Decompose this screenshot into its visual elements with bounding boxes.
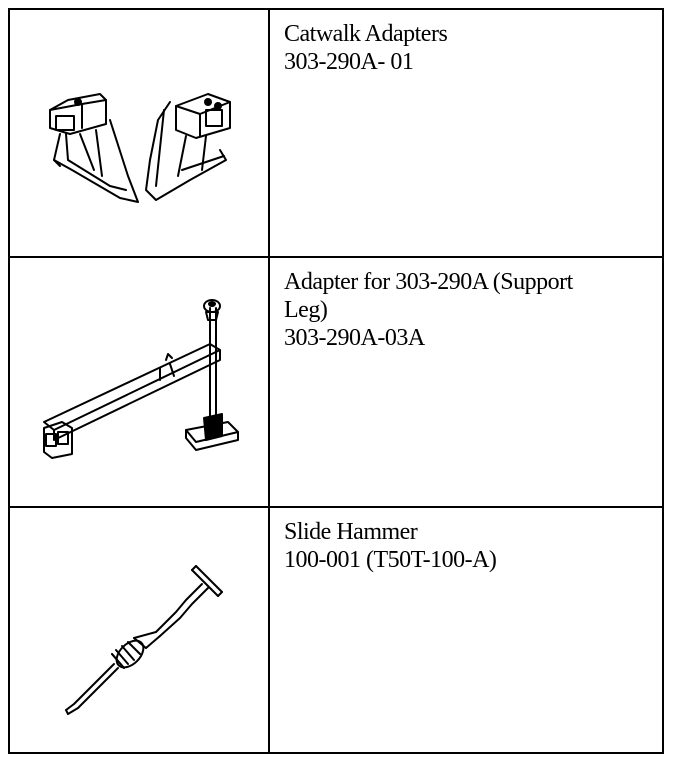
illustration-cell <box>10 508 270 752</box>
item-title: Catwalk Adapters <box>284 21 448 47</box>
item-title-continued: Leg) <box>284 297 328 323</box>
illustration-cell <box>10 10 270 256</box>
table-row: Adapter for 303-290A (Support Leg) 303-2… <box>10 258 662 508</box>
part-number: 303-290A-03A <box>284 325 425 351</box>
part-number: 303-290A- 01 <box>284 49 414 75</box>
illustration-cell <box>10 258 270 506</box>
right-adapter-illustration <box>145 93 231 201</box>
table-row: Slide Hammer 100-001 (T50T-100-A) <box>10 508 662 752</box>
description-cell: Slide Hammer 100-001 (T50T-100-A) <box>270 508 662 752</box>
slide-hammer-drawing <box>65 565 223 715</box>
item-title: Slide Hammer <box>284 519 418 545</box>
catwalk-adapters-drawing <box>49 93 231 203</box>
item-title: Adapter for 303-290A (Support <box>284 269 573 295</box>
description-cell: Catwalk Adapters 303-290A- 01 <box>270 10 662 256</box>
description-cell: Adapter for 303-290A (Support Leg) 303-2… <box>270 258 662 506</box>
support-leg-adapter-drawing <box>43 299 239 459</box>
left-adapter-illustration <box>49 93 139 203</box>
part-number: 100-001 (T50T-100-A) <box>284 547 497 573</box>
parts-table: Catwalk Adapters 303-290A- 01 <box>8 8 664 754</box>
table-row: Catwalk Adapters 303-290A- 01 <box>10 10 662 258</box>
